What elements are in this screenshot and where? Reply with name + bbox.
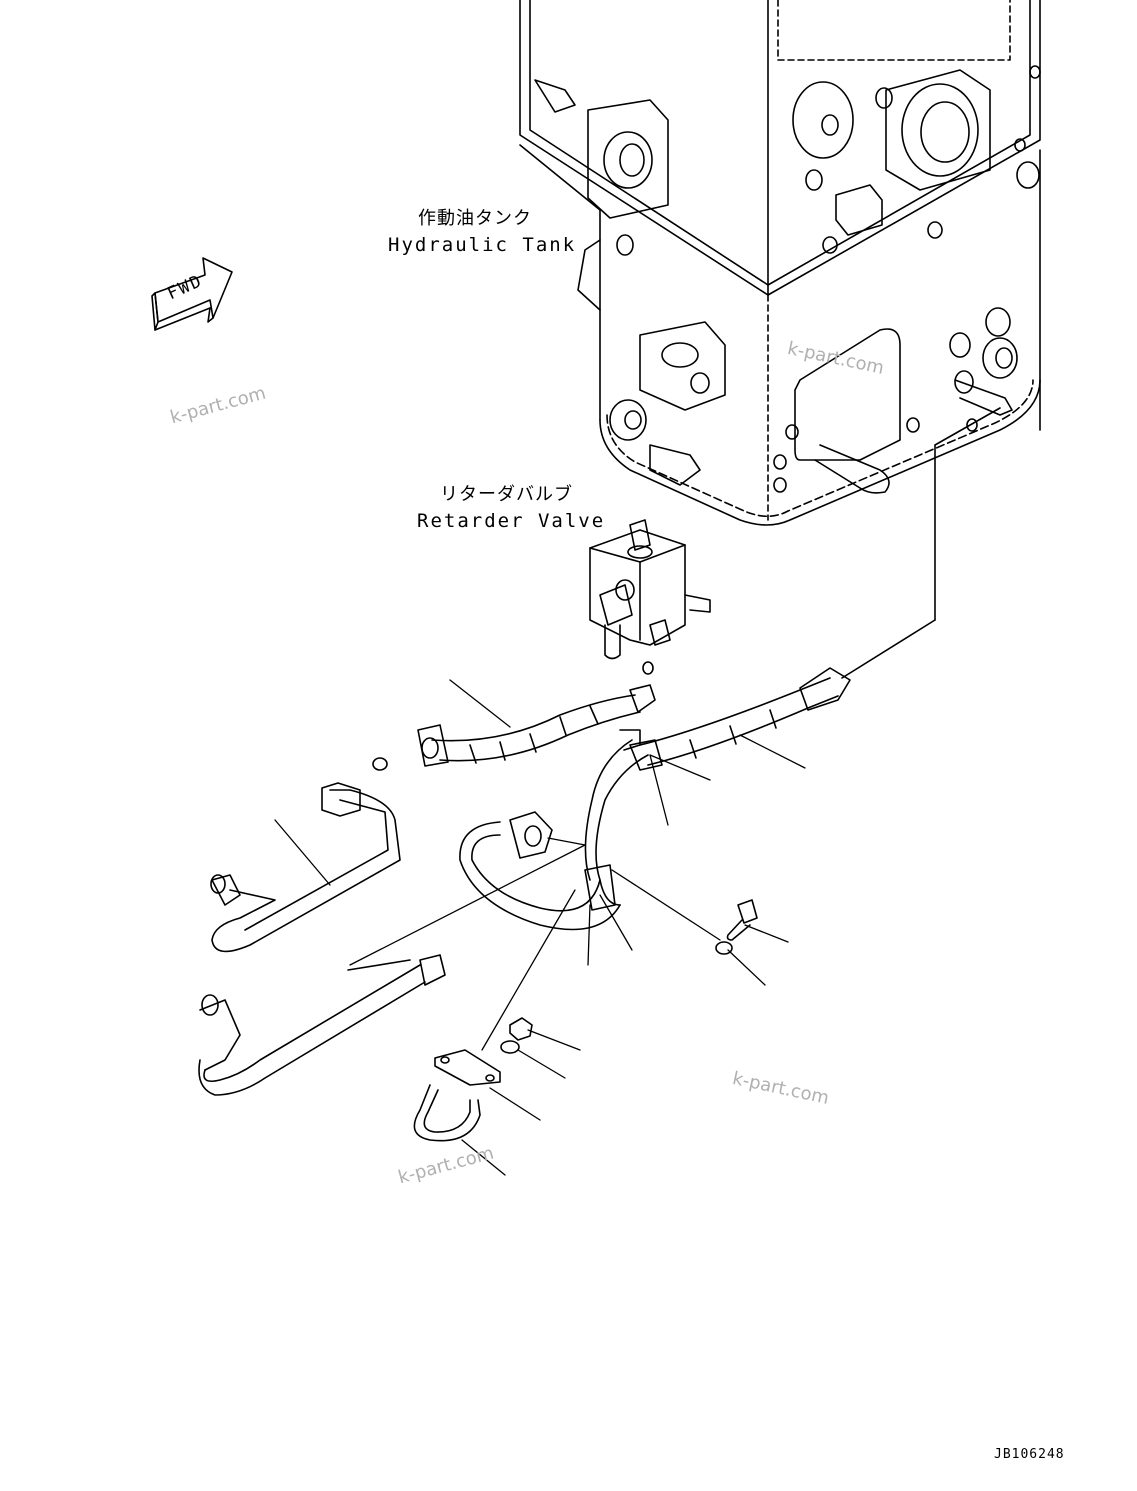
hydraulic-tank-label: Hydraulic Tank	[388, 234, 577, 256]
retarder-valve	[589, 519, 711, 675]
clamp-plate	[434, 1049, 501, 1086]
hydraulic-tank	[519, 0, 1041, 526]
tube-lower	[198, 954, 446, 1096]
drawing-code: JB106248	[994, 1447, 1065, 1462]
tube-upper	[210, 782, 401, 953]
retarder-valve-label-jp: リターダバルブ	[440, 484, 573, 505]
hose-upper	[372, 684, 656, 771]
fwd-arrow-icon	[151, 257, 233, 331]
nut	[509, 1017, 533, 1041]
u-bolt	[413, 1084, 481, 1142]
hydraulic-tank-label-jp: 作動油タンク	[418, 208, 532, 229]
retarder-valve-label: Retarder Valve	[417, 510, 606, 532]
tank-lower-section	[609, 307, 1018, 494]
bolt	[726, 899, 758, 941]
leader-lines	[274, 679, 806, 1176]
lock-washer	[500, 1040, 520, 1054]
washer	[715, 941, 733, 955]
